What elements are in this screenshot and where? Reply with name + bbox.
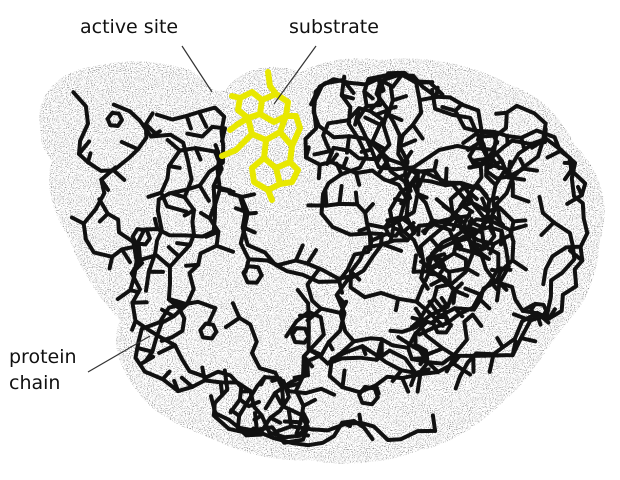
substrate-bond [268,190,272,200]
protein-chain-label-line1: protein [9,344,77,370]
side-chain-stick [319,165,320,178]
active-site-label: active site [80,14,178,40]
protein-chain-label: protein chain [9,344,77,396]
side-chain-stick [347,136,349,152]
surface-dot-cloud [39,58,604,463]
side-chain-stick [343,371,345,388]
side-chain-stick [414,255,416,271]
side-chain-stick [370,233,371,249]
side-chain-stick [285,422,301,423]
side-chain-stick [418,374,421,391]
molecular-surface [39,58,604,463]
substrate-label: substrate [289,14,379,40]
protein-chain-label-line2: chain [9,370,77,396]
side-chain-stick [339,186,341,204]
side-chain-stick [433,415,435,431]
substrate-bond [232,96,240,98]
